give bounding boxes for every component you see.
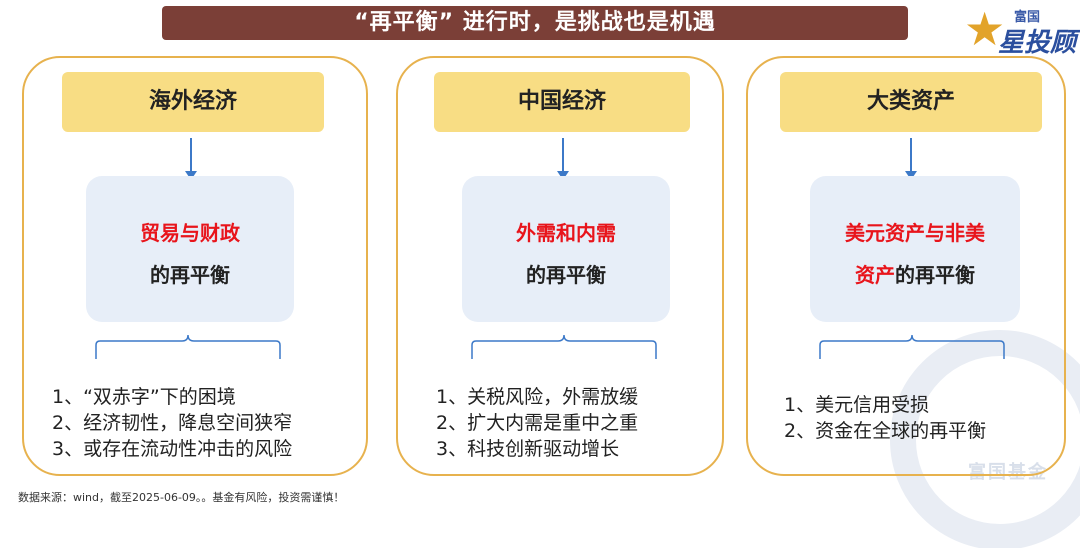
rebalance-suffix: 的再平衡	[526, 263, 606, 287]
points-list: 1、“双赤字”下的困境 2、经济韧性，降息空间狭窄 3、或存在流动性冲击的风险	[52, 384, 292, 462]
panel-header: 大类资产	[780, 72, 1042, 132]
rebalance-topic: 美元资产与非美	[845, 221, 985, 245]
list-item: 1、“双赤字”下的困境	[52, 386, 236, 408]
star-icon: ★	[964, 2, 1006, 56]
rebalance-topic-cont: 资产	[855, 263, 895, 287]
brace-icon	[471, 334, 657, 359]
title-banner: “再平衡” 进行时，是挑战也是机遇	[162, 6, 908, 40]
brace-icon	[95, 334, 281, 359]
logo-top-text: 富国	[1014, 10, 1041, 25]
rebalance-topic: 贸易与财政	[140, 221, 240, 245]
list-item: 2、资金在全球的再平衡	[784, 420, 987, 442]
source-footnote: 数据来源：wind，截至2025-06-09。。基金有风险，投资需谨慎！	[18, 491, 345, 504]
rebalance-box: 外需和内需 的再平衡	[462, 176, 670, 322]
panel-header: 中国经济	[434, 72, 690, 132]
logo-bottom-text: 星投顾	[998, 28, 1077, 58]
down-arrow-icon	[557, 138, 569, 180]
rebalance-box: 贸易与财政 的再平衡	[86, 176, 294, 322]
list-item: 3、或存在流动性冲击的风险	[52, 438, 293, 460]
points-list: 1、美元信用受损 2、资金在全球的再平衡	[784, 392, 986, 444]
list-item: 3、科技创新驱动增长	[436, 438, 620, 460]
down-arrow-icon	[905, 138, 917, 180]
list-item: 1、美元信用受损	[784, 394, 930, 416]
fuguo-logo: ★ 富国 星投顾	[964, 2, 1077, 58]
rebalance-topic: 外需和内需	[516, 221, 616, 245]
points-list: 1、关税风险，外需放缓 2、扩大内需是重中之重 3、科技创新驱动增长	[436, 384, 638, 462]
panel-overseas-economy: 海外经济 贸易与财政 的再平衡 1、“双赤字”下的困境 2、经济韧性，降息空间狭…	[22, 56, 368, 476]
panel-china-economy: 中国经济 外需和内需 的再平衡 1、关税风险，外需放缓 2、扩大内需是重中之重 …	[396, 56, 724, 476]
list-item: 1、关税风险，外需放缓	[436, 386, 639, 408]
panel-header: 海外经济	[62, 72, 324, 132]
panel-major-assets: 大类资产 美元资产与非美 资产的再平衡 1、美元信用受损 2、资金在全球的再平衡	[746, 56, 1066, 476]
rebalance-suffix-line: 资产的再平衡	[810, 258, 1020, 292]
list-item: 2、扩大内需是重中之重	[436, 412, 639, 434]
down-arrow-icon	[185, 138, 197, 180]
list-item: 2、经济韧性，降息空间狭窄	[52, 412, 293, 434]
watermark-text: 富国基金	[968, 462, 1048, 483]
rebalance-suffix: 的再平衡	[895, 263, 975, 287]
rebalance-box: 美元资产与非美 资产的再平衡	[810, 176, 1020, 322]
rebalance-suffix: 的再平衡	[150, 263, 230, 287]
brace-icon	[819, 334, 1005, 359]
